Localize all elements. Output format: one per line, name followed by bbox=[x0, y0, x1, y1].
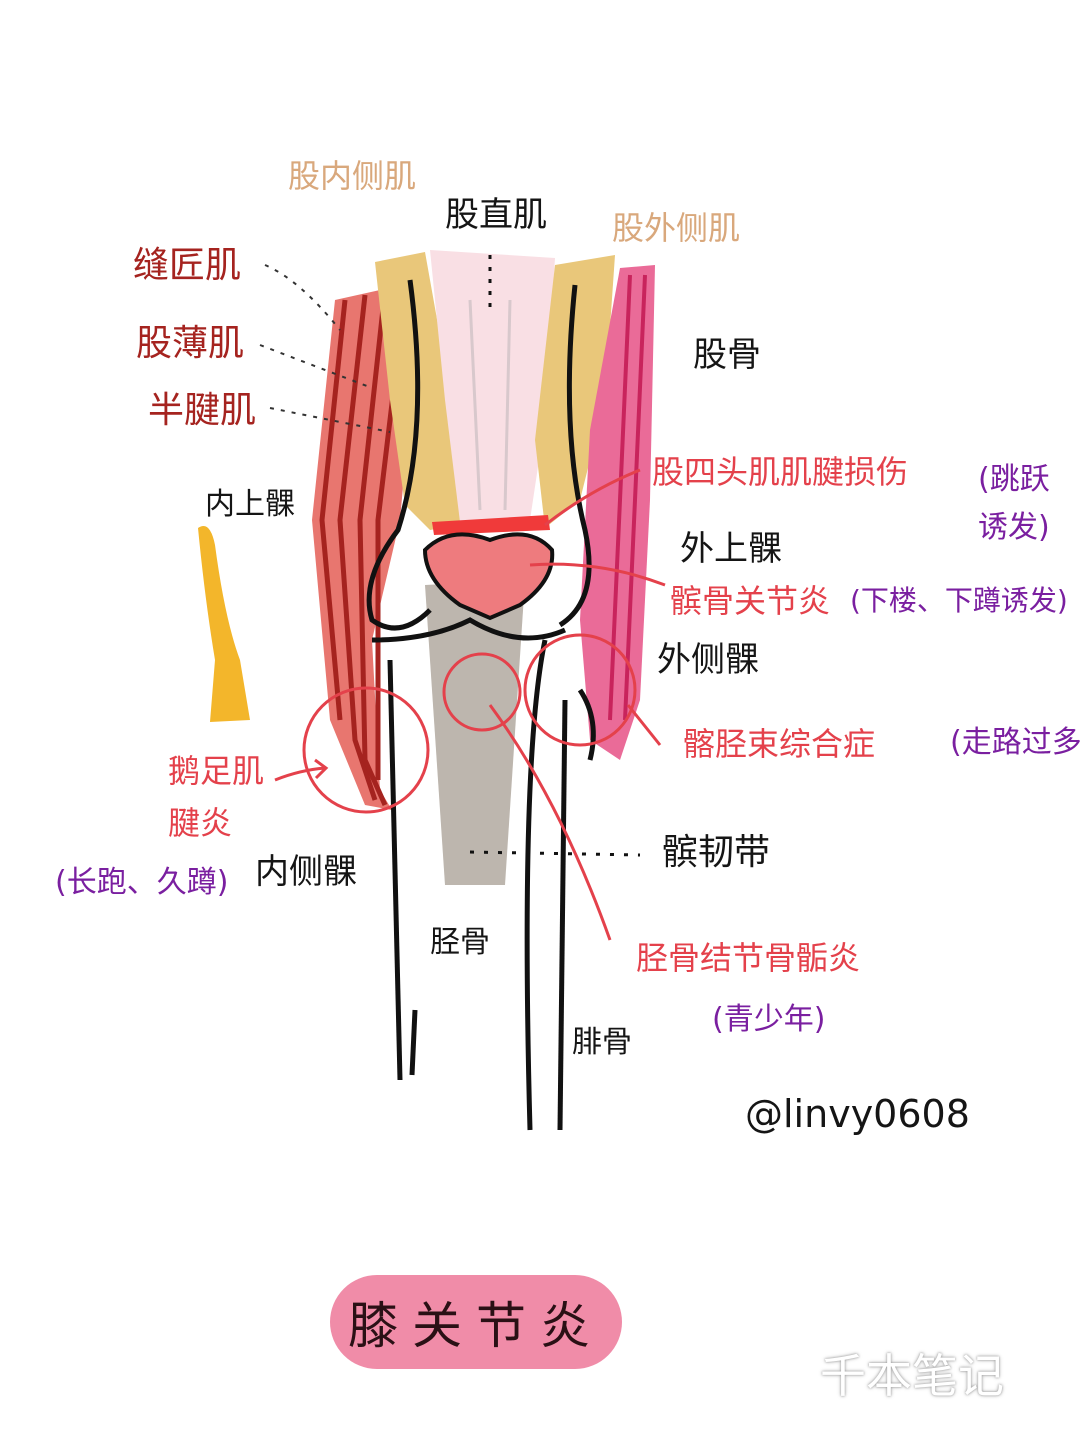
patella-shape bbox=[422, 532, 555, 621]
vastus-lateralis-shape bbox=[535, 255, 615, 528]
condition-patellofemoral: 髌骨关节炎 bbox=[670, 582, 831, 620]
label-tibia: 胫骨 bbox=[430, 925, 490, 960]
rectus-femoris-shape bbox=[430, 250, 555, 522]
condition-markers bbox=[274, 468, 666, 941]
label-fibula: 腓骨 bbox=[572, 1025, 632, 1060]
condition-quad-tendon: 股四头肌肌腱损伤 bbox=[652, 453, 909, 491]
label-medial-condyle: 内侧髁 bbox=[255, 852, 357, 892]
label-femur: 股骨 bbox=[693, 335, 761, 375]
cause-patellofemoral: (下楼、下蹲诱发) bbox=[850, 584, 1068, 617]
cause-pes-anserine: (长跑、久蹲) bbox=[55, 865, 229, 900]
label-rectus-femoris: 股直肌 bbox=[445, 195, 547, 235]
quadriceps-tendon-shape bbox=[432, 515, 550, 535]
pes-anserine-shape bbox=[198, 526, 250, 722]
condition-pes-anserine-text: 鹅足肌腱炎 bbox=[168, 752, 265, 842]
label-vastus-lateralis: 股外侧肌 bbox=[612, 209, 741, 247]
label-sartorius: 缝匠肌 bbox=[133, 245, 242, 286]
condition-pes-anserine: 鹅足肌腱炎 bbox=[168, 745, 278, 849]
bone-outlines bbox=[259, 255, 641, 1131]
label-semitendinosus: 半腱肌 bbox=[148, 390, 257, 431]
cause-osgood: (青少年) bbox=[712, 1002, 826, 1037]
label-gracilis: 股薄肌 bbox=[136, 323, 245, 364]
label-patellar-ligament: 髌韧带 bbox=[662, 832, 771, 873]
watermark: 千本笔记 bbox=[820, 1349, 1004, 1403]
cause-quad-tendon: (跳跃诱发) bbox=[978, 462, 1050, 545]
condition-it-band: 髂胫束综合症 bbox=[683, 725, 876, 763]
label-vastus-medialis: 股内侧肌 bbox=[288, 157, 417, 195]
page-title: 膝关节炎 bbox=[348, 1297, 604, 1355]
label-lateral-epicondyle: 外上髁 bbox=[680, 529, 782, 569]
patellar-ligament-shape bbox=[425, 580, 525, 885]
author-signature: @linvy0608 bbox=[745, 1092, 970, 1136]
label-lateral-condyle: 外侧髁 bbox=[657, 640, 759, 680]
condition-osgood: 胫骨结节骨骺炎 bbox=[636, 939, 861, 977]
cause-it-band: (走路过多 bbox=[950, 725, 1080, 760]
label-medial-epicondyle: 内上髁 bbox=[205, 487, 295, 522]
title-badge: 膝关节炎 bbox=[330, 1275, 622, 1369]
